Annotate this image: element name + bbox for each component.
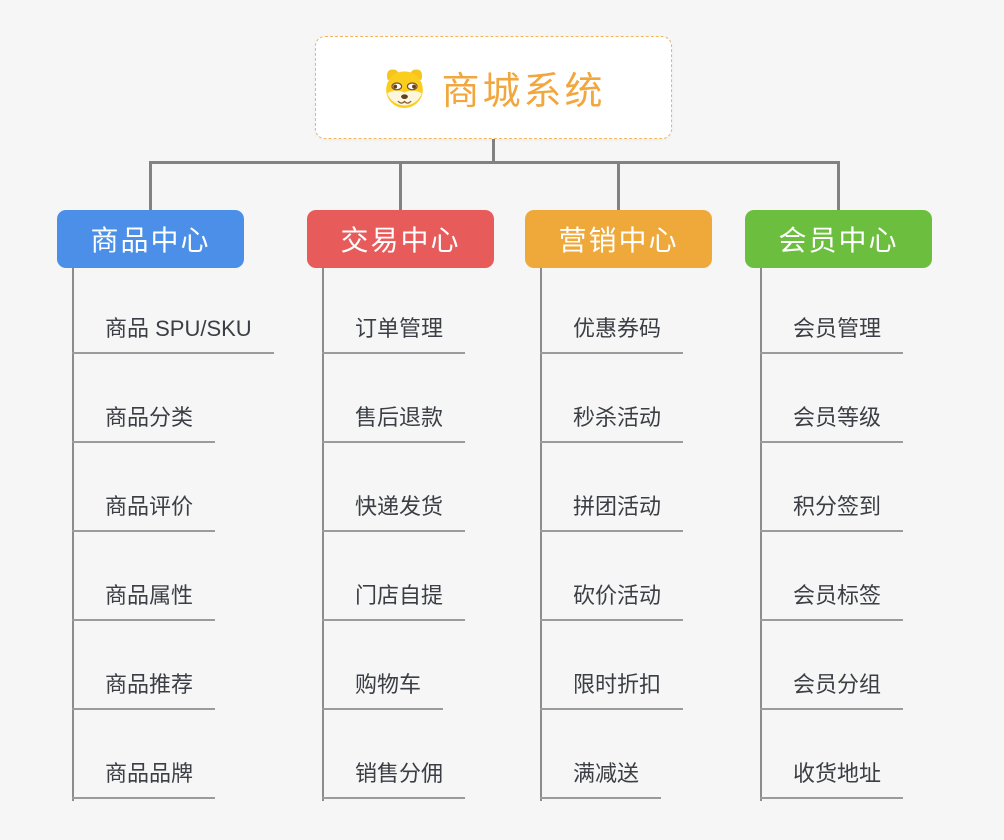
leaf-node[interactable]: 会员分组 bbox=[760, 669, 904, 710]
leaf-node[interactable]: 商品评价 bbox=[72, 491, 216, 532]
leaf-node[interactable]: 购物车 bbox=[322, 669, 444, 710]
branch-trunk-member bbox=[760, 268, 762, 801]
leaf-node[interactable]: 商品 SPU/SKU bbox=[72, 313, 274, 354]
branch-header-trade-center[interactable]: 交易中心 bbox=[307, 210, 494, 268]
branch-trunk-product bbox=[72, 268, 74, 801]
leaf-node[interactable]: 门店自提 bbox=[322, 580, 466, 621]
connector-horizontal-bar bbox=[149, 161, 840, 164]
leaf-node[interactable]: 满减送 bbox=[540, 758, 662, 799]
leaf-node[interactable]: 快递发货 bbox=[322, 491, 466, 532]
connector-drop-trade bbox=[399, 161, 402, 210]
dog-face-icon bbox=[386, 69, 424, 109]
leaf-node[interactable]: 销售分佣 bbox=[322, 758, 466, 799]
root-title: 商城系统 bbox=[441, 71, 606, 113]
connector-drop-member bbox=[837, 161, 840, 210]
connector-drop-product bbox=[149, 161, 152, 210]
leaf-node[interactable]: 限时折扣 bbox=[540, 669, 684, 710]
leaf-node[interactable]: 拼团活动 bbox=[540, 491, 684, 532]
leaf-node[interactable]: 优惠券码 bbox=[540, 313, 684, 354]
connector-root-stub bbox=[492, 139, 495, 162]
leaf-node[interactable]: 商品品牌 bbox=[72, 758, 216, 799]
branch-header-member-center[interactable]: 会员中心 bbox=[745, 210, 932, 268]
leaf-node[interactable]: 会员管理 bbox=[760, 313, 904, 354]
branch-header-product-center[interactable]: 商品中心 bbox=[57, 210, 244, 268]
branch-trunk-trade bbox=[322, 268, 324, 801]
leaf-node[interactable]: 会员等级 bbox=[760, 402, 904, 443]
branch-trunk-marketing bbox=[540, 268, 542, 801]
leaf-node[interactable]: 售后退款 bbox=[322, 402, 466, 443]
leaf-node[interactable]: 商品推荐 bbox=[72, 669, 216, 710]
leaf-node[interactable]: 商品分类 bbox=[72, 402, 216, 443]
leaf-node[interactable]: 会员标签 bbox=[760, 580, 904, 621]
leaf-node[interactable]: 砍价活动 bbox=[540, 580, 684, 621]
connector-drop-marketing bbox=[617, 161, 620, 210]
branch-header-marketing-center[interactable]: 营销中心 bbox=[525, 210, 712, 268]
leaf-node[interactable]: 订单管理 bbox=[322, 313, 466, 354]
leaf-node[interactable]: 商品属性 bbox=[72, 580, 216, 621]
leaf-node[interactable]: 收货地址 bbox=[760, 758, 904, 799]
leaf-node[interactable]: 积分签到 bbox=[760, 491, 904, 532]
leaf-node[interactable]: 秒杀活动 bbox=[540, 402, 684, 443]
root-node[interactable]: 商城系统 bbox=[315, 36, 672, 139]
